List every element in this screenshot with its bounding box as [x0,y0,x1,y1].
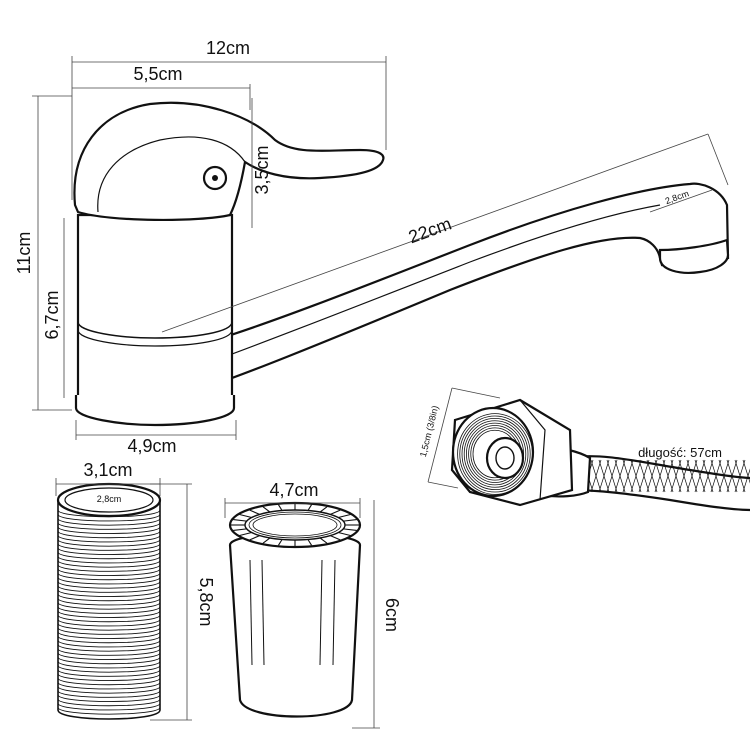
hose-drawing [450,398,750,512]
handle-inner-edge [97,136,246,213]
label-hose-length: długość: 57cm [638,445,722,460]
nut-teeth [231,504,359,546]
threaded-sleeve-drawing [56,482,162,720]
label-total-height: 11cm [14,232,34,275]
spout-aerator [658,238,730,274]
label-base-width: 4,9cm [127,436,176,456]
label-sleeve-outer: 3,1cm [83,460,132,480]
faucet-base [74,395,236,427]
label-nut-height: 6cm [382,598,402,632]
label-hose-connector: 1,5cm (3/8in) [418,405,440,458]
label-sleeve-height: 5,8cm [196,577,216,626]
label-body-height: 6,7cm [42,290,62,339]
faucet-body [76,213,234,414]
label-sleeve-inner: 2,8cm [97,494,122,504]
nut-dimensions: 4,7cm 6cm [224,480,402,729]
nut-drawing [228,501,362,718]
hose-braid-pattern [574,459,750,493]
faucet-dimensions [32,56,729,440]
nut-body [228,532,362,718]
sleeve-threads [57,509,161,715]
label-nut-diameter: 4,7cm [269,480,318,500]
label-total-width: 12cm [206,38,250,58]
label-spout-length: 22cm [406,213,454,247]
body-ring-2 [77,329,233,347]
body-ring [77,321,233,339]
label-handle-width: 5,5cm [133,64,182,84]
spout-highlight [187,204,661,371]
sleeve-top-inner [64,487,154,513]
faucet-handle [73,101,385,222]
nut-ribs [249,559,336,666]
hose-braid [566,455,750,512]
spout [173,182,730,392]
faucet-drawing [73,101,730,427]
sleeve-dimensions: 3,1cm 2,8cm 5,8cm [55,460,216,721]
label-handle-height: 3,5cm [252,145,272,194]
handle-screw-center [212,175,218,181]
